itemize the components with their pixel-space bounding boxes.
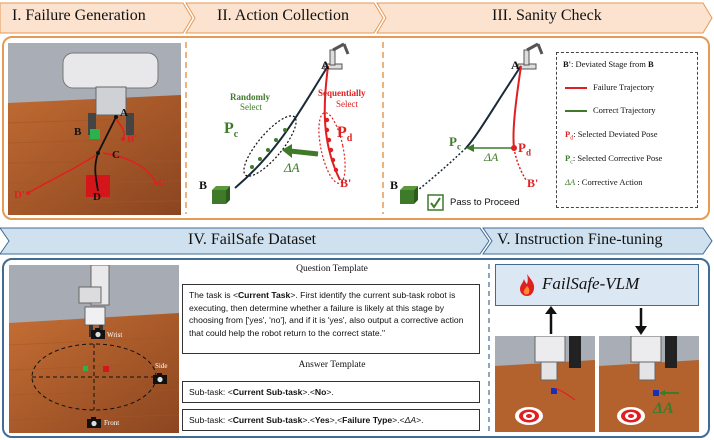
finetune-image-left [495,336,595,432]
camera-wrist-label: Wrist [107,331,123,339]
fg-label-a: A [120,107,128,119]
fire-icon [520,274,535,296]
answer-template-title: Answer Template [298,360,366,370]
stage-chevron-5 [482,227,713,255]
sc-point-b-prime: B' [527,176,539,190]
action-collection-diagram [212,42,350,204]
legend-delta: ΔA : Corrective Action [565,177,643,187]
ac-randomly-select: Select [240,102,262,112]
legend-correct: Correct Trajectory [593,105,656,115]
ac-sequentially-select: Select [336,99,358,109]
stage-chevron-4 [0,227,490,255]
sc-pd: Pd [518,140,531,158]
ac-point-a: A [321,58,330,72]
side-camera-icon [153,373,167,384]
robot-arm-icon-2 [517,42,544,70]
front-camera-icon [87,417,101,428]
divider-1 [185,42,187,214]
camera-front-label: Front [104,419,120,427]
legend-box: B': Deviated Stage from B Failure Trajec… [556,52,698,208]
finetune-left-svg [495,336,595,432]
bottom-stage-bar [0,227,713,255]
stage-title-1: I. Failure Generation [12,7,146,24]
finetune-image-right: ΔA [599,336,699,432]
failure-scene-svg [8,43,181,215]
stage-title-3: III. Sanity Check [492,7,602,24]
top-stage-bar [0,2,713,34]
fg-label-d: D [93,191,101,203]
flow-arrows [545,306,647,335]
fg-label-d-prime: D' [14,189,25,201]
vlm-model-name: FailSafe-VLM [542,274,640,293]
divider-3 [488,264,490,434]
question-template-box: The task is <Current Task>. First identi… [182,284,480,354]
top-panel [2,36,710,220]
fg-label-c-prime: C' [158,177,169,189]
camera-side-label: Side [155,362,168,370]
sc-pc: Pc [449,134,461,152]
dataset-scene-svg [9,265,179,433]
answer-template-no: Sub-task: <Current Sub-task>.<No>. [182,381,480,403]
legend-correct-line [565,110,587,112]
stage-chevron-3 [376,2,713,34]
sc-point-b: B [390,178,399,192]
sc-point-a: A [511,58,520,72]
sc-pass-text: Pass to Proceed [450,197,520,208]
fg-label-b-prime: B' [127,133,138,145]
fg-label-b: B [74,126,82,138]
finetune-delta: ΔA [653,400,674,417]
dataset-scene-image: Wrist Side Front [9,265,179,433]
cube-b-icon-2 [400,186,418,204]
failure-generation-image: A B B' C C' D D' [8,43,181,215]
robot-base [62,52,159,89]
ac-delta: ΔA [284,160,300,175]
question-template-title: Question Template [296,264,368,274]
answer-template-yes: Sub-task: <Current Sub-task>.<Yes>,<Fail… [182,409,480,431]
legend-deviated: B': Deviated Stage from B [563,59,654,69]
divider-2 [382,42,384,214]
ac-pc: Pc [224,120,239,141]
check-icon [427,194,444,211]
legend-failure-line [565,87,587,89]
stage-chevron-1 [0,2,193,34]
wrist-camera-icon [91,328,105,339]
sc-delta: ΔA [484,150,499,164]
ac-sequentially: Sequentially [318,88,366,98]
cube-b-icon [212,186,230,204]
sanity-check-diagram [400,42,544,211]
ac-pd: Pd [337,124,353,145]
robot-arm-icon [323,42,350,70]
stage-title-5: V. Instruction Fine-tuning [497,231,663,248]
stage-title-4: IV. FailSafe Dataset [188,231,317,248]
stage-title-2: II. Action Collection [217,7,349,24]
finetune-right-svg [599,336,699,432]
legend-pd: Pd: Selected Deviated Pose [565,129,658,142]
fg-label-c: C [112,149,120,161]
ac-point-b-prime: B' [340,176,352,190]
legend-pc: Pc: Selected Corrective Pose [565,153,663,166]
stage-chevron-2 [185,2,384,34]
ac-randomly: Randomly [230,92,271,102]
bottom-panel [2,258,710,438]
green-cube [90,129,100,139]
vlm-model-box: FailSafe-VLM [495,264,699,306]
ac-point-b: B [199,178,208,192]
legend-failure: Failure Trajectory [593,82,655,92]
